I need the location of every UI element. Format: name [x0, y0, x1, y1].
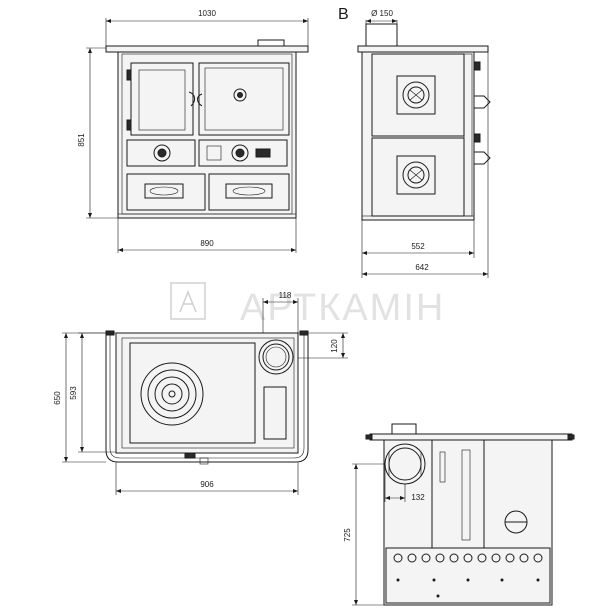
firebox-door-handle-icon — [188, 91, 196, 107]
control-panel — [198, 139, 288, 167]
hob-plate — [129, 342, 256, 444]
oven-thermometer-icon — [233, 88, 247, 102]
drawer-left-handle-icon — [144, 183, 184, 199]
side-view: B Ø 150 — [338, 6, 491, 278]
ash-door — [126, 139, 196, 167]
flue-pipe-top — [365, 23, 398, 47]
air-regulator-right-icon — [231, 144, 249, 162]
reservoir-slot — [263, 386, 287, 440]
drawer-right-handle-icon — [225, 183, 273, 199]
flue-opening — [258, 339, 294, 375]
watermark-logo-icon — [170, 282, 206, 320]
drawer-right — [208, 173, 290, 211]
side-cooktop — [357, 45, 489, 53]
dim-top-depth-inner: 593 — [69, 386, 78, 400]
dim-front-height: 851 — [77, 133, 86, 147]
view-label: B — [338, 6, 349, 23]
dim-side-depth-body: 552 — [411, 242, 425, 251]
top-view: 118 120 — [53, 291, 348, 495]
dim-flue-offset-y: 120 — [330, 339, 339, 353]
rear-view: 132 725 — [343, 423, 575, 606]
dim-flue-offset-x: 118 — [279, 291, 292, 300]
rear-vent-row-icon — [393, 553, 543, 563]
rear-lower-panel — [385, 547, 551, 604]
dim-front-width-body: 890 — [200, 239, 214, 248]
dim-side-depth-total: 642 — [415, 263, 429, 272]
dim-top-width: 906 — [200, 480, 214, 489]
dim-rear-flue-offset: 132 — [411, 493, 425, 502]
watermark: АРТКАМІН — [170, 282, 445, 329]
dim-front-width-total: 1030 — [198, 9, 216, 18]
watermark-text: АРТКАМІН — [240, 287, 445, 329]
side-handle-lower-icon — [473, 151, 491, 165]
side-vent-lower-icon — [409, 169, 423, 181]
side-vent-upper — [396, 75, 436, 115]
watermark-logo-flame-icon — [179, 289, 197, 313]
flue-collar — [257, 39, 285, 47]
side-vent-lower — [396, 155, 436, 195]
dim-rear-flue-height: 725 — [343, 528, 352, 542]
dim-flue-diameter: Ø 150 — [371, 9, 393, 18]
oven-door-handle-icon — [197, 93, 203, 107]
drawer-left — [126, 173, 206, 211]
top-body — [115, 332, 299, 454]
air-regulator-left-icon — [153, 144, 171, 162]
firebox-door — [130, 62, 194, 136]
rear-cooktop — [369, 433, 573, 441]
side-handle-upper-icon — [473, 95, 491, 109]
oven-door — [198, 62, 290, 136]
hotplate-rings-icon — [140, 362, 204, 426]
rear-flue-collar — [391, 423, 417, 435]
top-rail — [105, 333, 309, 463]
side-vent-upper-icon — [409, 89, 423, 101]
cooktop-plate — [105, 45, 309, 53]
front-view: 1030 — [77, 9, 309, 253]
dim-top-depth-total: 650 — [53, 391, 62, 405]
